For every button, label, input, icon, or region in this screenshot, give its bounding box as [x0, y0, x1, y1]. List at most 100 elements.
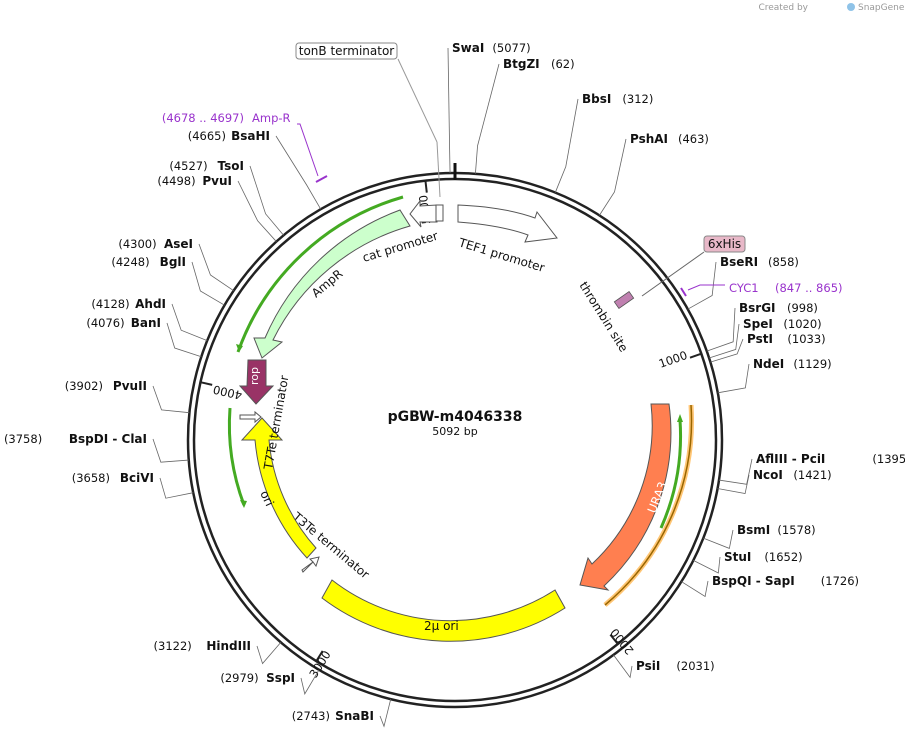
amp-r-primer-leader [297, 123, 319, 177]
ruler-tick-1000 [689, 352, 702, 359]
site-leader-bgli [191, 261, 225, 306]
site-name-bsmi: BsmI [737, 523, 770, 537]
site-leader-bseri [687, 261, 717, 310]
site-pos-ahdi: (4128) [91, 297, 129, 311]
site-name-ahdi: AhdI [135, 297, 166, 311]
rop-label: rop [248, 367, 261, 385]
site-pos-bgli: (4248) [111, 255, 149, 269]
orf-arc-rop-arrow [240, 500, 247, 508]
orf-arc-ura3 [659, 419, 683, 529]
cyc1-primer-mark [680, 287, 687, 297]
amp-r-primer-name: Amp-R [252, 111, 291, 125]
site-name-btgzi: BtgZI [503, 57, 540, 71]
site-leader-pvuii [152, 385, 190, 414]
two-micron-ori-arrow [321, 579, 566, 642]
site-pos-bbsi: (312) [622, 92, 653, 106]
ruler-tick-label-4000: 4000 [212, 382, 244, 402]
site-pos-swai: (5077) [492, 41, 530, 55]
two-micron-ori-label: 2μ ori [424, 619, 459, 633]
site-name-ncoi: NcoI [753, 468, 783, 482]
plasmid-title: pGBW-m4046338 5092 bp [388, 409, 523, 438]
snapgene-logo-icon [847, 3, 855, 11]
site-pos-psii: (2031) [676, 659, 714, 673]
site-pos-asei: (4300) [118, 237, 156, 251]
site-leader-bani [166, 322, 202, 358]
cat-promoter-arrow [409, 199, 438, 228]
amp-r-primer-mark [315, 175, 328, 183]
his-tag-leader [641, 251, 705, 297]
site-leader-hindiii [256, 642, 282, 665]
site-leader-bspqi-sapi [681, 580, 709, 598]
site-pos-snabi: (2743) [292, 709, 330, 723]
ruler-tick-2000 [609, 633, 619, 645]
site-pos-bsmi: (1578) [777, 523, 815, 537]
site-name-bcivi: BciVI [120, 471, 154, 485]
site-leader-bcivi [159, 477, 194, 499]
ruler-tick-3000 [315, 650, 324, 662]
tonb-terminator-leader [397, 58, 438, 143]
his-tag-label: 6xHis [708, 237, 741, 251]
site-leader-afliii-pcii [718, 458, 753, 485]
site-name-snabi: SnaBI [335, 709, 374, 723]
site-name-sspi: SspI [266, 671, 295, 685]
site-name-bsahi: BsaHI [231, 129, 270, 143]
site-pos-afliii-pcii: (1395) [872, 452, 905, 466]
plasmid-name: pGBW-m4046338 [388, 409, 523, 425]
credit-prefix: Created by [758, 3, 808, 13]
tonb-terminator-leader-2 [436, 141, 441, 198]
cyc1-primer-name: CYC1 [729, 281, 759, 295]
site-name-spei: SpeI [743, 317, 773, 331]
thrombin-site-label: thrombin site [576, 279, 630, 354]
tonb-terminator-callout: tonB terminator [295, 42, 441, 198]
amp-r-primer-range: (4678 .. 4697) [162, 111, 244, 125]
site-pos-bsrgi: (998) [787, 301, 818, 315]
site-name-psii: PsiI [636, 659, 660, 673]
orf-arc-ampr [236, 195, 404, 353]
site-pos-psti: (1033) [787, 332, 825, 346]
site-name-bgli: BglI [160, 255, 186, 269]
t7te-terminator-arrow [239, 410, 262, 424]
restriction-sites: SwaI(5077)BtgZI(62)BbsI(312)PshAI(463)Bs… [4, 41, 905, 728]
site-pos-bcivi: (3658) [72, 471, 110, 485]
orf-arc-ura3-arrow [677, 414, 683, 422]
ampr-arrow [253, 209, 411, 359]
site-leader-bsahi [275, 135, 322, 210]
site-pos-sspi: (2979) [220, 671, 258, 685]
site-leader-spei [708, 323, 740, 359]
site-pos-spei: (1020) [783, 317, 821, 331]
site-leader-psii [613, 654, 633, 679]
cyc1-primer-leader [687, 284, 725, 291]
site-leader-ncoi [717, 474, 750, 495]
site-pos-btgzi: (62) [551, 57, 575, 71]
site-leader-psti [710, 338, 744, 363]
ruler-tick-label-1000: 1000 [657, 348, 689, 371]
site-leader-pshai [599, 138, 627, 216]
orf-arc-rop [227, 407, 246, 506]
site-leader-sspi [300, 669, 320, 695]
ruler-tick-5000 [424, 180, 428, 193]
site-name-hindiii: HindIII [206, 639, 251, 653]
site-name-bseri: BseRI [720, 255, 758, 269]
t3te-terminator-arrow [301, 556, 320, 573]
site-name-afliii-pcii: AflIII - PciI [756, 452, 825, 466]
site-leader-pvui [237, 180, 277, 242]
site-pos-ncoi: (1421) [793, 468, 831, 482]
site-pos-tsoi: (4527) [169, 159, 207, 173]
site-name-pvuii: PvuII [113, 379, 147, 393]
cyc1-primer-range: (847 .. 865) [775, 281, 843, 295]
site-leader-tsoi [249, 165, 284, 236]
site-pos-stui: (1652) [764, 550, 802, 564]
rop-arrow [238, 359, 275, 405]
site-pos-hindiii: (3122) [154, 639, 192, 653]
site-pos-bsahi: (4665) [188, 129, 226, 143]
tonb-terminator-label: tonB terminator [299, 44, 395, 58]
site-name-psti: PstI [747, 332, 773, 346]
site-name-swai: SwaI [452, 41, 484, 55]
site-pos-bani: (4076) [86, 316, 124, 330]
ori-label: ori [257, 488, 276, 508]
site-name-pshai: PshAI [630, 132, 668, 146]
site-name-stui: StuI [724, 550, 751, 564]
site-name-bspdi-clai: BspDI - ClaI [69, 432, 147, 446]
ruler-tick-4000 [200, 381, 213, 386]
